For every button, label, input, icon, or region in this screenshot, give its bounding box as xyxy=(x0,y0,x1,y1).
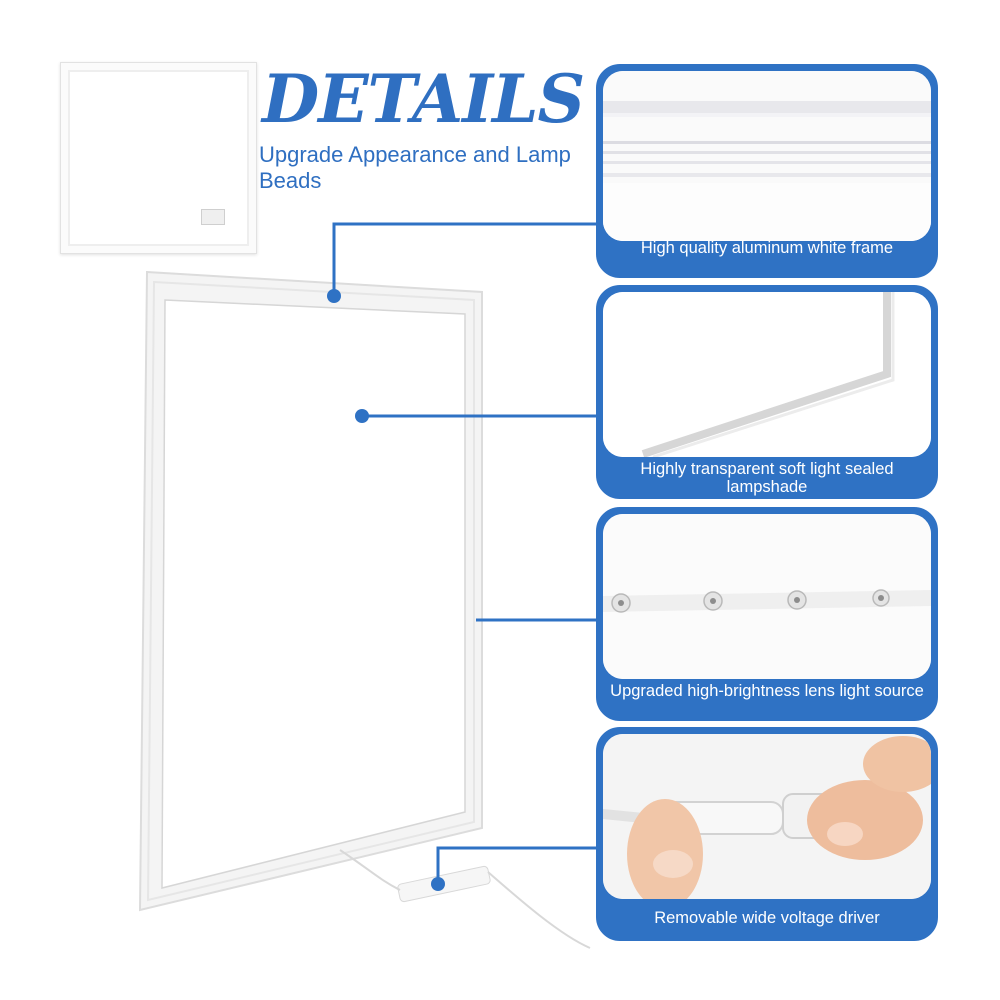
page-subtitle: Upgrade Appearance and Lamp Beads xyxy=(259,142,571,193)
callout-line-frame xyxy=(332,222,600,296)
panel-light-face xyxy=(161,299,466,889)
driver-connector-photo xyxy=(603,734,931,899)
driver-cable xyxy=(339,849,591,949)
lampshade-corner-photo xyxy=(603,292,931,457)
feature-caption: Highly transparent soft light sealed lam… xyxy=(640,460,894,497)
callout-dot-frame xyxy=(327,289,341,303)
feature-caption: Upgraded high-brightness lens light sour… xyxy=(610,682,924,700)
feature-card-frame: High quality aluminum white frame xyxy=(596,64,938,278)
feature-caption: Removable wide voltage driver xyxy=(654,909,880,927)
frame-closeup-photo xyxy=(603,71,931,241)
feature-card-driver: Removable wide voltage driver xyxy=(596,727,938,941)
callout-dot-shade xyxy=(355,409,369,423)
feature-card-lampshade: Highly transparent soft light sealed lam… xyxy=(596,285,938,499)
feature-card-lamp-beads: Upgraded high-brightness lens light sour… xyxy=(596,507,938,721)
callout-line-driver xyxy=(436,846,600,884)
callout-dot-driver xyxy=(431,877,445,891)
page-title: DETAILS xyxy=(262,60,585,138)
product-thumbnail xyxy=(60,62,257,254)
thumbnail-label-sticker xyxy=(201,209,225,225)
panel-frame-bevel xyxy=(146,280,475,902)
feature-caption: High quality aluminum white frame xyxy=(640,239,894,257)
led-strip-photo xyxy=(603,514,931,679)
